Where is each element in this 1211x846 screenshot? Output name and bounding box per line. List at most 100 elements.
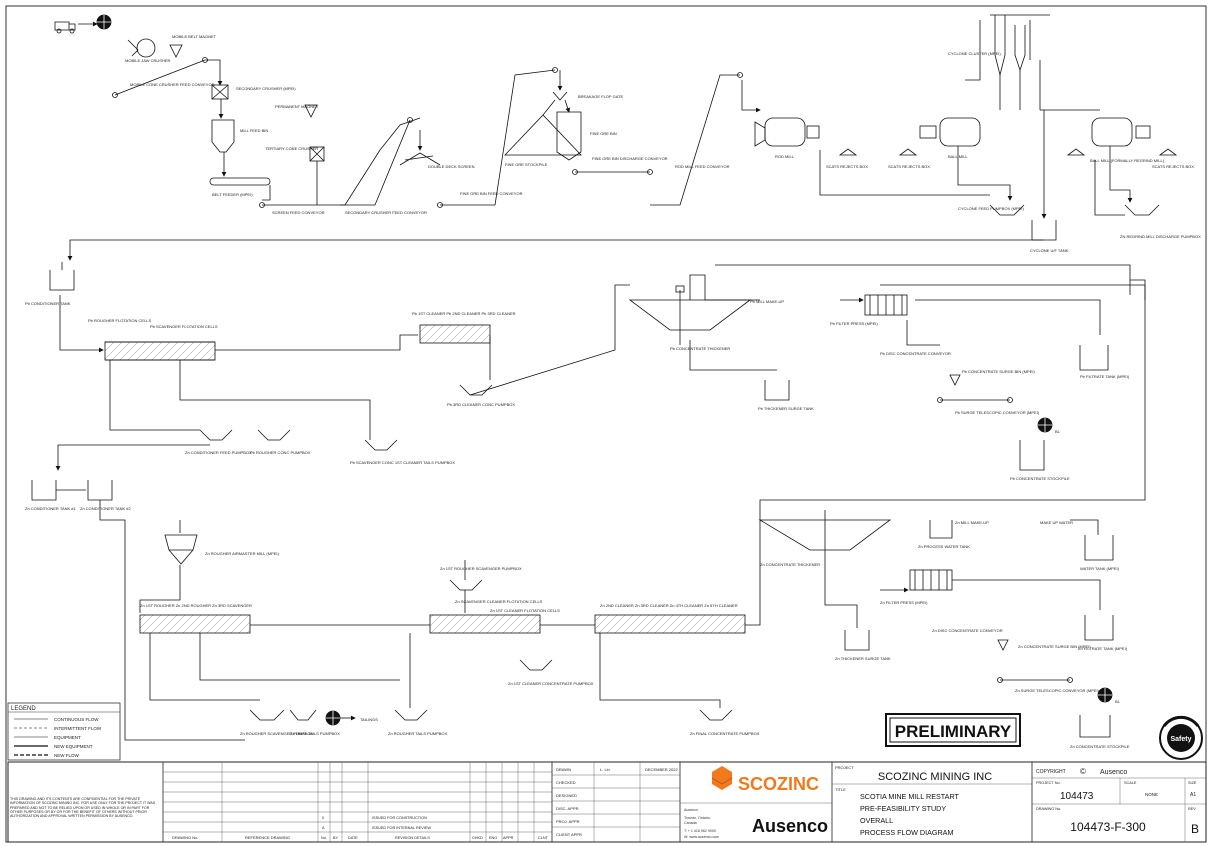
zn-conditioner-tank-1-icon [32, 480, 56, 500]
label-secondary-crusher: SECONDARY CRUSHER (MPEI) [236, 86, 296, 91]
scozinc-logo-text: SCOZINC [738, 774, 819, 794]
approval-role-5: PROJ. APPR [556, 819, 580, 824]
ref-header-reference: REFERENCE DRAWING [245, 835, 290, 840]
lead-labels: Pb CONDITIONER TANK Pb ROUGHER FLOTATION… [25, 299, 1130, 481]
zn-filtrate-tank-icon [1085, 615, 1113, 640]
zn-concentrate-surge-bin-icon [998, 640, 1008, 650]
label-cyclone-feed-pump: CYCLONE FEED PUMPBOX (MPEI) [958, 206, 1024, 211]
label-screen-feed-conveyor: SCREEN FEED CONVEYOR [272, 210, 325, 215]
label-zn-cleaners: Zn 2ND CLEANER Zn 3RD CLEANER Zn 4TH CLE… [600, 603, 738, 608]
label-pb-telescopic: Pb SURGE TELESCOPIC CONVEYOR (MPEI) [955, 410, 1040, 415]
label-double-deck-screen: DOUBLE DECK SCREEN [428, 164, 475, 169]
pb-scavenger-cleaner-tails-pumpbox-icon [365, 440, 397, 450]
copyright-label: COPYRIGHT [1036, 769, 1066, 775]
legend-item-continuous-flow: CONTINUOUS FLOW [54, 717, 99, 722]
zn-process-water-tank-icon [930, 520, 952, 538]
label-cyclone-uf-tank: CYCLONE U/F TANK [1030, 248, 1069, 253]
legend-item-new-flow: NEW FLOW [54, 753, 80, 758]
label-mobile-belt-magnet: MOBILE BELT MAGNET [172, 34, 217, 39]
size-label: SIZE [1188, 781, 1197, 785]
label-permanent-magnet: PERMANENT MAGNET [275, 104, 319, 109]
rev-header-by: BY [333, 836, 339, 840]
pb-rougher-scavenger-cells-icon [105, 342, 215, 360]
label-pb-surge-bin: Pb CONCENTRATE SURGE BIN (MPEI) [962, 369, 1035, 374]
zn-rougher-scavenger-pumpbox-2-icon [250, 710, 284, 720]
rev-row-2-details: ISSUED FOR INTERNAL REVIEW [372, 826, 431, 830]
label-zn-filtrate-tank: Zn FILTRATE TANK (MPEI) [1078, 646, 1128, 651]
pb-conditioner-tank-icon [50, 270, 74, 290]
mobile-jaw-crusher-icon [137, 39, 155, 57]
label-scats-2: SCATS REJECTS BOX [888, 164, 930, 169]
label-zn-bl: BL [1115, 699, 1121, 704]
approval-by-1: L. Lin [600, 767, 610, 772]
zn-cleaner-cells-icon [595, 615, 745, 633]
fine-ore-bin-icon [557, 112, 581, 160]
fine-ore-bin-feed-conveyor [440, 70, 555, 205]
lead-flotation-area [50, 240, 1145, 470]
label-belt-feeder: BELT FEEDER (MPEI) [212, 192, 253, 197]
secondary-crusher-feed-conveyor [340, 120, 410, 205]
legend-item-new-equipment: NEW EQUIPMENT [54, 744, 93, 749]
size-value: A1 [1190, 792, 1196, 798]
rod-mill-feed-conveyor [650, 75, 740, 205]
approval-role-4: DISC. APPR [556, 806, 579, 811]
cyclone-uf-tank-icon [1032, 220, 1056, 240]
label-mobile-cone-feed: MOBILE CONE CRUSHER FEED CONVEYOR [130, 82, 215, 87]
label-zn-final-conc-pumpbox: Zn FINAL CONCENTRATE PUMPBOX [690, 731, 760, 736]
label-pb-filter-press: Pb FILTER PRESS (MPEI) [830, 321, 878, 326]
zn-final-conc-pumpbox-icon [700, 710, 732, 720]
label-pb-mill-make-up: Pb MILL MAKE-UP [750, 299, 784, 304]
project-name: SCOZINC MINING INC [878, 771, 992, 783]
pb-thickener-surge-tank-icon [765, 380, 789, 400]
belt-feeder-icon [210, 178, 270, 185]
label-zn-surge-tank: Zn THICKENER SURGE TANK [835, 656, 891, 661]
rev-row-1-no: 0 [322, 816, 324, 820]
rod-mill-icon [765, 118, 805, 146]
label-pb-bl: BL [1055, 429, 1061, 434]
rev-header-clnt: CLNT [538, 836, 549, 840]
label-ball-mill-regrind: BALL MILL (FORMALLY REGRIND MILL) [1090, 158, 1165, 163]
label-make-up-water: MAKE UP WATER [1040, 520, 1073, 525]
approval-role-3: DESIGNED [556, 793, 577, 798]
project-number: 104473 [1060, 791, 1094, 802]
rev-value: B [1191, 822, 1199, 836]
label-zn-rougher-tails-pumpbox: Zn ROUGHER TAILS PUMPBOX [388, 731, 448, 736]
rev-header-eng: ENG [489, 836, 497, 840]
title-block: THIS DRAWING AND ITS CONTENTS ARE CONFID… [8, 762, 1206, 842]
rev-header-chkd: CHKD [472, 836, 483, 840]
label-regrind-pumpbox: ZN REGRIND MILL DISCHARGE PUMPBOX [1120, 234, 1201, 239]
legend-item-intermittent-flow: INTERMITTENT FLOW [54, 726, 102, 731]
label-mobile-jaw-crusher: MOBILE JAW CRUSHER [125, 58, 171, 63]
label-fine-ore-stockpile: FINE ORE STOCKPILE [505, 162, 548, 167]
legend-item-equipment: EQUIPMENT [54, 735, 81, 740]
ausenco-logo: Ausenco [752, 816, 828, 836]
label-zn-rougher-scav-pumpbox: Zn 1ST ROUGHER SCAVENGER PUMPBOX [440, 566, 522, 571]
pb-conc-stockpile-icon [1020, 440, 1044, 470]
water-tank-icon [1085, 535, 1113, 560]
confidential-text: THIS DRAWING AND ITS CONTENTS ARE CONFID… [10, 797, 160, 818]
label-zn-scavenger-cleaner: Zn SCAVENGER CLEANER FLOTATION CELLS [455, 599, 543, 604]
scats-reject-box-1-icon [840, 149, 856, 155]
safety-logo-text: Safety [1170, 736, 1191, 743]
label-pb-cleaners: Pb 1ST CLEANER Pb 2ND CLEANER Pb 3RD CLE… [412, 311, 516, 316]
approval-role-6: CLIENT APPR [556, 832, 582, 837]
confidential-note: THIS DRAWING AND ITS CONTENTS ARE CONFID… [10, 797, 160, 841]
mobile-cone-crusher-feed-conveyor [115, 60, 205, 95]
rev-header-appr: APPR [503, 836, 514, 840]
safety-logo: Safety [1160, 717, 1202, 759]
title-line-4: PROCESS FLOW DIAGRAM [860, 828, 953, 837]
label-rod-mill-feed: ROD MILL FEED CONVEYOR [675, 164, 730, 169]
breakage-flop-gate-icon [553, 92, 567, 100]
approval-role-2: CHECKED [556, 780, 576, 785]
label-tertiary-cone-crusher: TERTIARY CONE CRUSHER [265, 146, 318, 151]
zn-regrind-mill-discharge-pumpbox-icon [1125, 205, 1159, 215]
copyright-holder: Ausenco [1100, 769, 1127, 776]
label-zn-filter-press: Zn FILTER PRESS (MPEI) [880, 600, 928, 605]
rev-header-no: No. [321, 836, 327, 840]
label-cyclone-cluster: CYCLONE CLUSTER (MPEI) [948, 51, 1001, 56]
ref-header-drawing-no: DRAWING No. [172, 835, 199, 840]
scale-value: NONE [1145, 792, 1158, 797]
label-pb-surge-tank: Pb THICKENER SURGE TANK [758, 406, 814, 411]
zn-rougher-scavenger-cells-icon [140, 615, 250, 633]
